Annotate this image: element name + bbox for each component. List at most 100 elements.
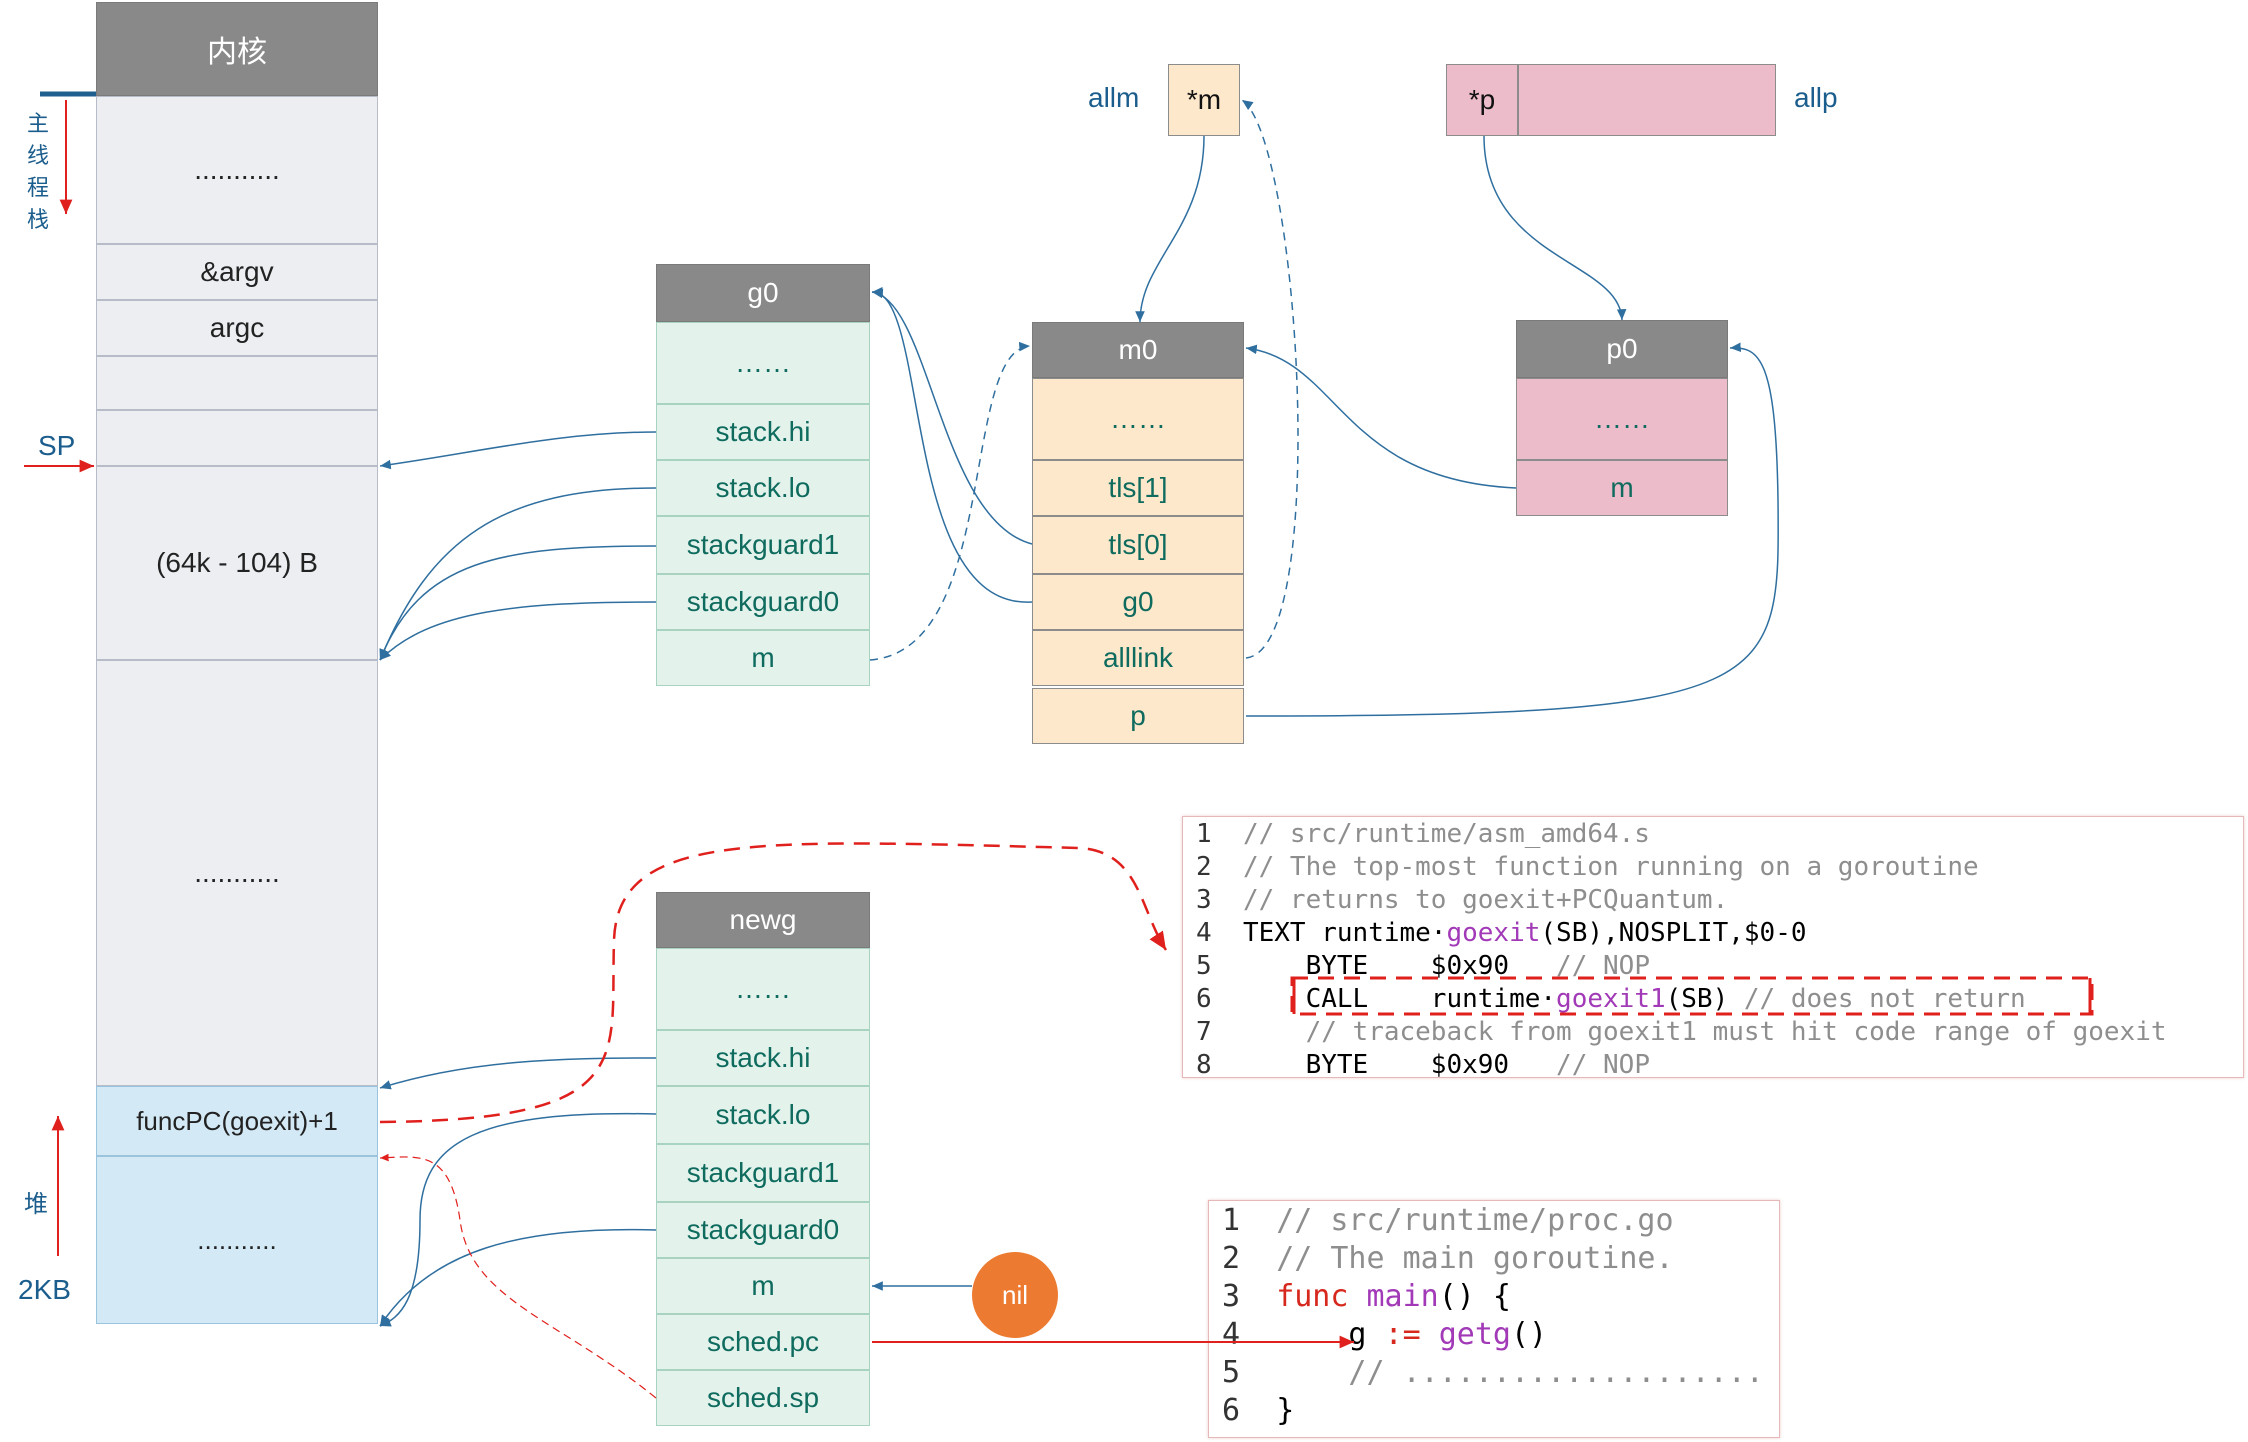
code-token: // The top-most function running on a go… (1242, 852, 1979, 882)
p0-m-to-m0-edge (1245, 344, 1517, 489)
m0-tls1: tls[1] (1032, 460, 1244, 516)
line-number: 6 (1222, 1393, 1277, 1428)
newg-row-dots: …… (656, 948, 870, 1030)
code-panel-asm (1182, 816, 2244, 1078)
p0-m: m (1516, 460, 1728, 516)
code-line: 8 BYTE $0x90 // NOP (1196, 1049, 2167, 1082)
line-number: 6 (1196, 984, 1243, 1014)
call-line-highlight (1290, 976, 2094, 1016)
g0-row-dots: …… (656, 322, 870, 404)
m0-tls0: tls[0] (1032, 516, 1244, 574)
line-number: 8 (1196, 1050, 1243, 1080)
allp-label: allp (1794, 82, 1838, 113)
code-token: BYTE $0x90 (1242, 1050, 1557, 1080)
allp-to-p0-edge (1483, 135, 1627, 321)
newg-stack-hi: stack.hi (656, 1030, 870, 1086)
m0-tls0-to-g0-edge (871, 288, 1033, 545)
code-token: goexit (1446, 918, 1541, 948)
label-char: 程 (26, 175, 49, 200)
stack-empty-1 (96, 356, 378, 410)
code-line: 3 func main() { (1222, 1278, 1764, 1316)
allm-to-m0-edge (1135, 135, 1205, 323)
newg-m: m (656, 1258, 870, 1314)
code-token: // does not return (1743, 984, 2026, 1014)
allm-pointer: *m (1168, 64, 1240, 136)
code-token: (SB) (1665, 984, 1744, 1014)
code-token: func (1276, 1279, 1349, 1314)
g0-sg1-edge (379, 545, 657, 661)
stack-funcpc-goexit: funcPC(goexit)+1 (96, 1086, 378, 1156)
stack-dots-mid: ........... (96, 660, 378, 1086)
g0-stack-lo: stack.lo (656, 460, 870, 516)
code-line: 1 // src/runtime/asm_amd64.s (1196, 818, 2167, 851)
line-number: 1 (1222, 1203, 1277, 1238)
allm-label: allm (1088, 82, 1140, 113)
code-token: (SB),NOSPLIT,$0-0 (1540, 918, 1807, 948)
code-line: 5 BYTE $0x90 // NOP (1196, 950, 2167, 983)
code-line: 4 TEXT runtime·goexit(SB),NOSPLIT,$0-0 (1196, 917, 2167, 950)
code-token: // returns to goexit+PCQuantum. (1242, 885, 1729, 915)
code-token: goexit1 (1556, 984, 1666, 1014)
line-number: 3 (1222, 1279, 1277, 1314)
heap-label: 堆 (24, 1191, 48, 1218)
m0-p: p (1032, 688, 1244, 744)
sp-label: SP (38, 430, 76, 461)
label-char: 主 (26, 111, 49, 136)
code-token: // src/runtime/asm_amd64.s (1242, 819, 1650, 849)
code-token: // traceback from goexit1 must hit code … (1242, 1017, 2167, 1047)
nil-circle: nil (972, 1252, 1058, 1338)
code-token: // src/runtime/proc.go (1276, 1203, 1674, 1238)
allp-array (1518, 64, 1776, 136)
code-token: // The main goroutine. (1276, 1241, 1674, 1276)
code-token: main (1348, 1279, 1439, 1314)
p0-header: p0 (1516, 320, 1728, 378)
m0-p-to-p0-edge (1245, 342, 1779, 717)
code-line: 5 // .................... (1222, 1354, 1764, 1392)
code-token: } (1276, 1393, 1295, 1428)
code-token: BYTE $0x90 (1242, 951, 1557, 981)
newg-header: newg (656, 892, 870, 948)
stack-argc: argc (96, 300, 378, 356)
line-number: 3 (1196, 885, 1243, 915)
line-number: 2 (1222, 1241, 1277, 1276)
line-number: 5 (1222, 1355, 1277, 1390)
g0-sg0-edge (379, 601, 657, 661)
newg-stackhi-edge (379, 1057, 657, 1090)
code-token: .................... (1402, 1355, 1764, 1390)
code-line: 4 g := getg() (1222, 1316, 1764, 1354)
g0-m-to-m0-edge (869, 341, 1031, 661)
line-number: 7 (1196, 1017, 1243, 1047)
g0-header: g0 (656, 264, 870, 322)
line-number: 1 (1196, 819, 1243, 849)
line-number: 4 (1222, 1317, 1277, 1352)
p0-row-dots: …… (1516, 378, 1728, 460)
stack-size-region: (64k - 104) B (96, 466, 378, 660)
line-number: 2 (1196, 852, 1243, 882)
m0-g0-to-g0-edge (871, 286, 1033, 603)
code-line: 2 // The main goroutine. (1222, 1240, 1764, 1278)
newg-sched-sp: sched.sp (656, 1370, 870, 1426)
sched-sp-to-funcpc-edge (379, 1153, 657, 1399)
line-number: 4 (1196, 918, 1243, 948)
m0-alllink: alllink (1032, 630, 1244, 686)
line-number: 5 (1196, 951, 1243, 981)
g0-m: m (656, 630, 870, 686)
newg-stack-lo: stack.lo (656, 1086, 870, 1144)
allp-pointer: *p (1446, 64, 1518, 136)
m0-header: m0 (1032, 322, 1244, 378)
label-char: 栈 (26, 207, 49, 232)
m0-alllink-to-allm-edge (1241, 99, 1299, 659)
g0-stacklo-edge (379, 487, 657, 661)
newg-sg0-edge (379, 1228, 657, 1327)
code-line: 1 // src/runtime/proc.go (1222, 1202, 1764, 1240)
main-thread-stack-label: 主 线 程 栈 (24, 108, 52, 236)
code-token: () { (1438, 1279, 1511, 1314)
code-line: 2 // The top-most function running on a … (1196, 851, 2167, 884)
g0-stackguard1: stackguard1 (656, 516, 870, 574)
code-token: () (1511, 1317, 1548, 1352)
newg-stackguard1: stackguard1 (656, 1144, 870, 1202)
code-token: TEXT runtime· (1242, 918, 1447, 948)
